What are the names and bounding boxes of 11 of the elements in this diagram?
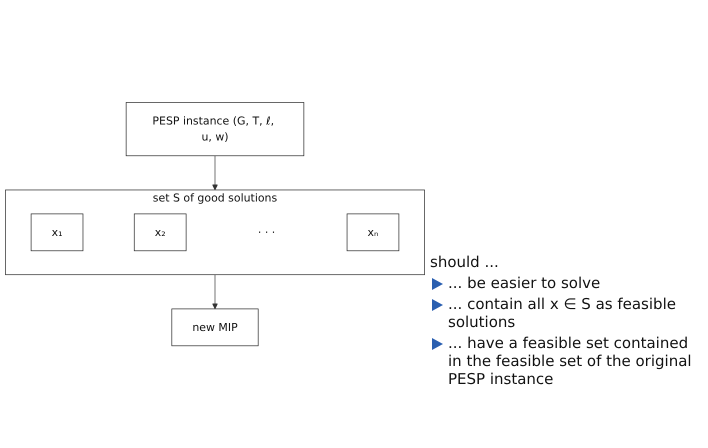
arrow bbox=[212, 274, 218, 310]
node-box: x₁ bbox=[30, 213, 84, 251]
bullet-item: ... be easier to solve bbox=[430, 274, 700, 292]
arrow bbox=[212, 155, 218, 190]
bullet-item: ... have a feasible set contained in the feasible set of the original PESP instance bbox=[430, 334, 700, 388]
bullet-item: ... contain all x ∈ S as feasible solutions bbox=[430, 295, 700, 331]
node-box: xₙ bbox=[346, 213, 400, 251]
note-text: should ... bbox=[430, 253, 500, 271]
node-box: PESP instance (G, T, ℓ, u, w) bbox=[126, 102, 304, 156]
node-box: new MIP bbox=[171, 308, 259, 346]
node-box: x₂ bbox=[134, 213, 186, 251]
